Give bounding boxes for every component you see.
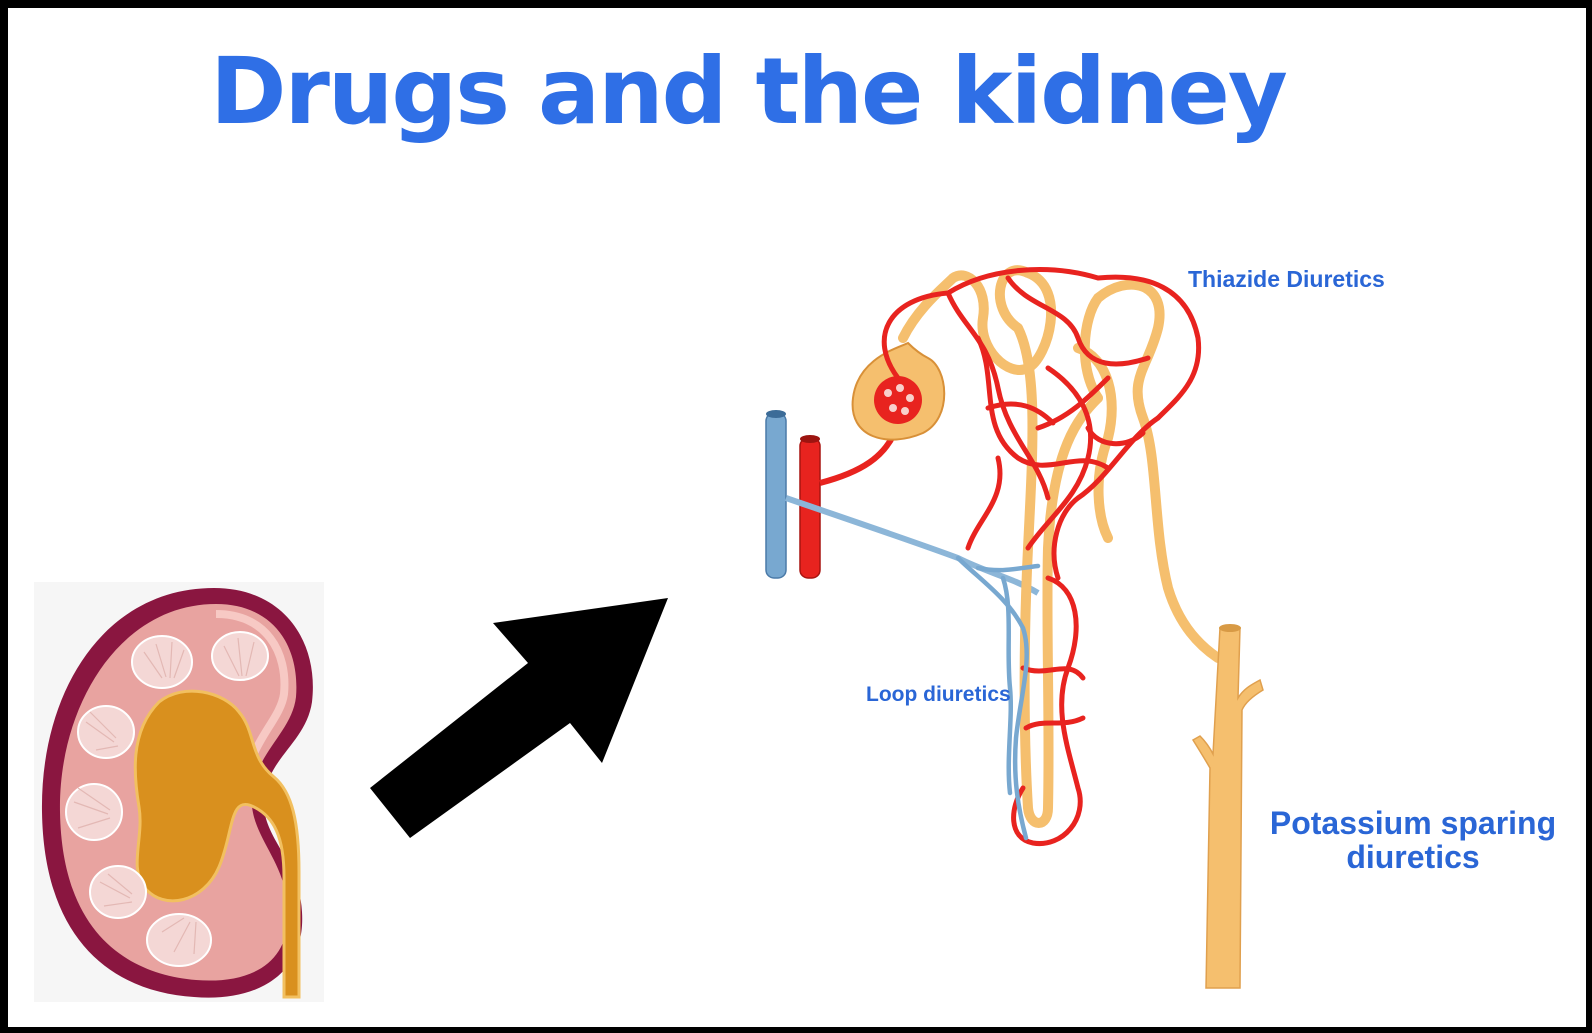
page-title: Drugs and the kidney [8, 38, 1488, 145]
thiazide-diuretics-label: Thiazide Diuretics [1188, 266, 1385, 293]
kidney-cross-section-icon [34, 582, 324, 1002]
potassium-sparing-diuretics-label: Potassium sparing diuretics [1263, 806, 1563, 874]
nephron-diagram-icon [748, 248, 1288, 1008]
arrow-up-right-icon [358, 593, 678, 843]
loop-diuretics-label: Loop diuretics [866, 683, 1011, 707]
